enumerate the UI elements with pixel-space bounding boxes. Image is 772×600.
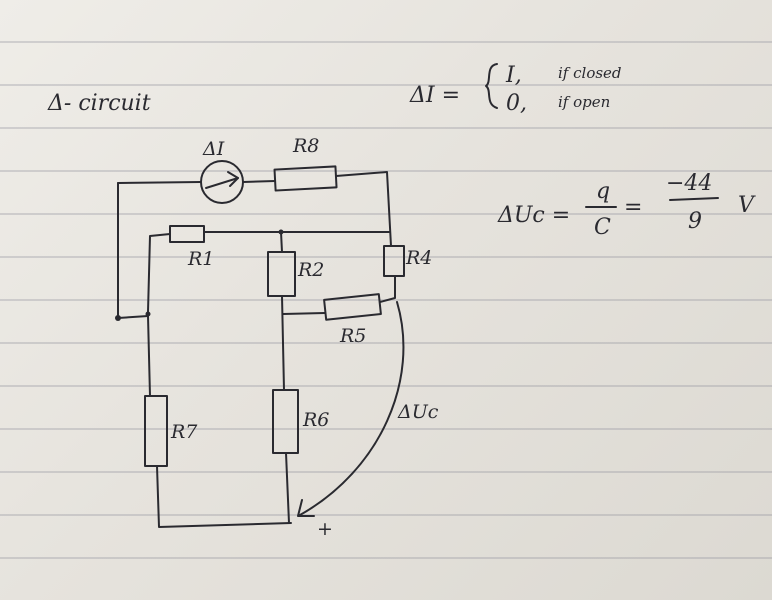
current-eq-case1-condition: if closed [558,64,622,82]
wire-r2-to-r6 [281,295,285,391]
resistor-r7: R7 [144,395,198,467]
resistor-r8-body [273,165,338,192]
resistor-r6-body [272,389,299,454]
voltage-arrow-curve [299,301,405,516]
voltage-eq-denominator2: 9 [688,209,702,234]
plus-sign: + [317,518,333,540]
resistor-r1: R1 [169,225,214,270]
current-source-arrow [205,177,239,189]
junction-left [115,315,121,321]
current-eq-case2-condition: if open [558,93,610,111]
resistor-r7-body [144,395,168,467]
voltage-eq-numerator1: q [596,179,610,204]
current-eq-case2-value: 0, [506,91,527,116]
wire-left-to-r7 [147,315,151,397]
wire-mid-to-r5 [282,312,326,315]
wire-source-to-r8 [242,180,276,183]
resistor-r5-label: R5 [339,325,366,347]
wire-rail-to-r2 [280,231,283,253]
resistor-r4-label: R4 [405,247,432,269]
resistor-r4: R4 [383,245,432,277]
diagram-title: Δ- circuit [47,91,151,116]
resistor-r8-label: R8 [292,135,319,157]
current-source-label: ΔI [202,138,225,160]
wire-left-inner-upper [147,233,171,313]
resistor-r6: R6 [272,389,329,454]
resistor-r5-body [323,293,382,321]
voltage-eq-equals: = [624,195,642,220]
resistor-r2-label: R2 [297,259,324,281]
resistor-r1-body [169,225,205,243]
voltage-equation: ΔUc = q C = −44 9 V [497,171,756,240]
wire-r6-to-bottom [285,452,290,524]
resistor-r2: R2 [267,251,324,297]
wire-r8-to-r4 [335,171,392,247]
junction-top [278,229,284,235]
fraction-bar-2 [669,197,719,201]
current-source-circle [200,160,244,204]
resistor-r7-label: R7 [170,421,198,443]
resistor-r6-label: R6 [302,409,329,431]
junction-left-inner [145,311,151,317]
voltage-eq-denominator1: C [594,215,611,240]
voltage-eq-lhs: ΔUc = [497,203,570,228]
current-eq-lhs: ΔI = [409,83,460,108]
voltage-arrow: ΔUc + [297,301,439,540]
resistor-r4-body [383,245,405,277]
wire-bottom [156,465,292,528]
voltage-eq-unit: V [738,193,756,218]
voltage-arrow-head-icon [297,499,315,517]
current-eq-case1-value: I, [505,63,522,88]
voltage-label: ΔUc [397,401,439,423]
wire-r5-to-r4 [379,275,396,303]
brace-icon [485,63,498,109]
current-equation: ΔI = I, if closed 0, if open [409,63,622,116]
resistor-r2-body [267,251,296,297]
arrow-head-icon [227,171,239,187]
resistor-r1-label: R1 [187,248,214,270]
wire-left-link [117,315,149,319]
resistor-r5: R5 [323,293,382,347]
wire-top-to-source [117,181,202,184]
voltage-eq-numerator2: −44 [666,171,712,196]
resistor-r8: R8 [273,135,338,192]
current-source: ΔI [200,138,244,204]
circuit-wires [117,171,396,528]
junction-dots [115,229,284,321]
